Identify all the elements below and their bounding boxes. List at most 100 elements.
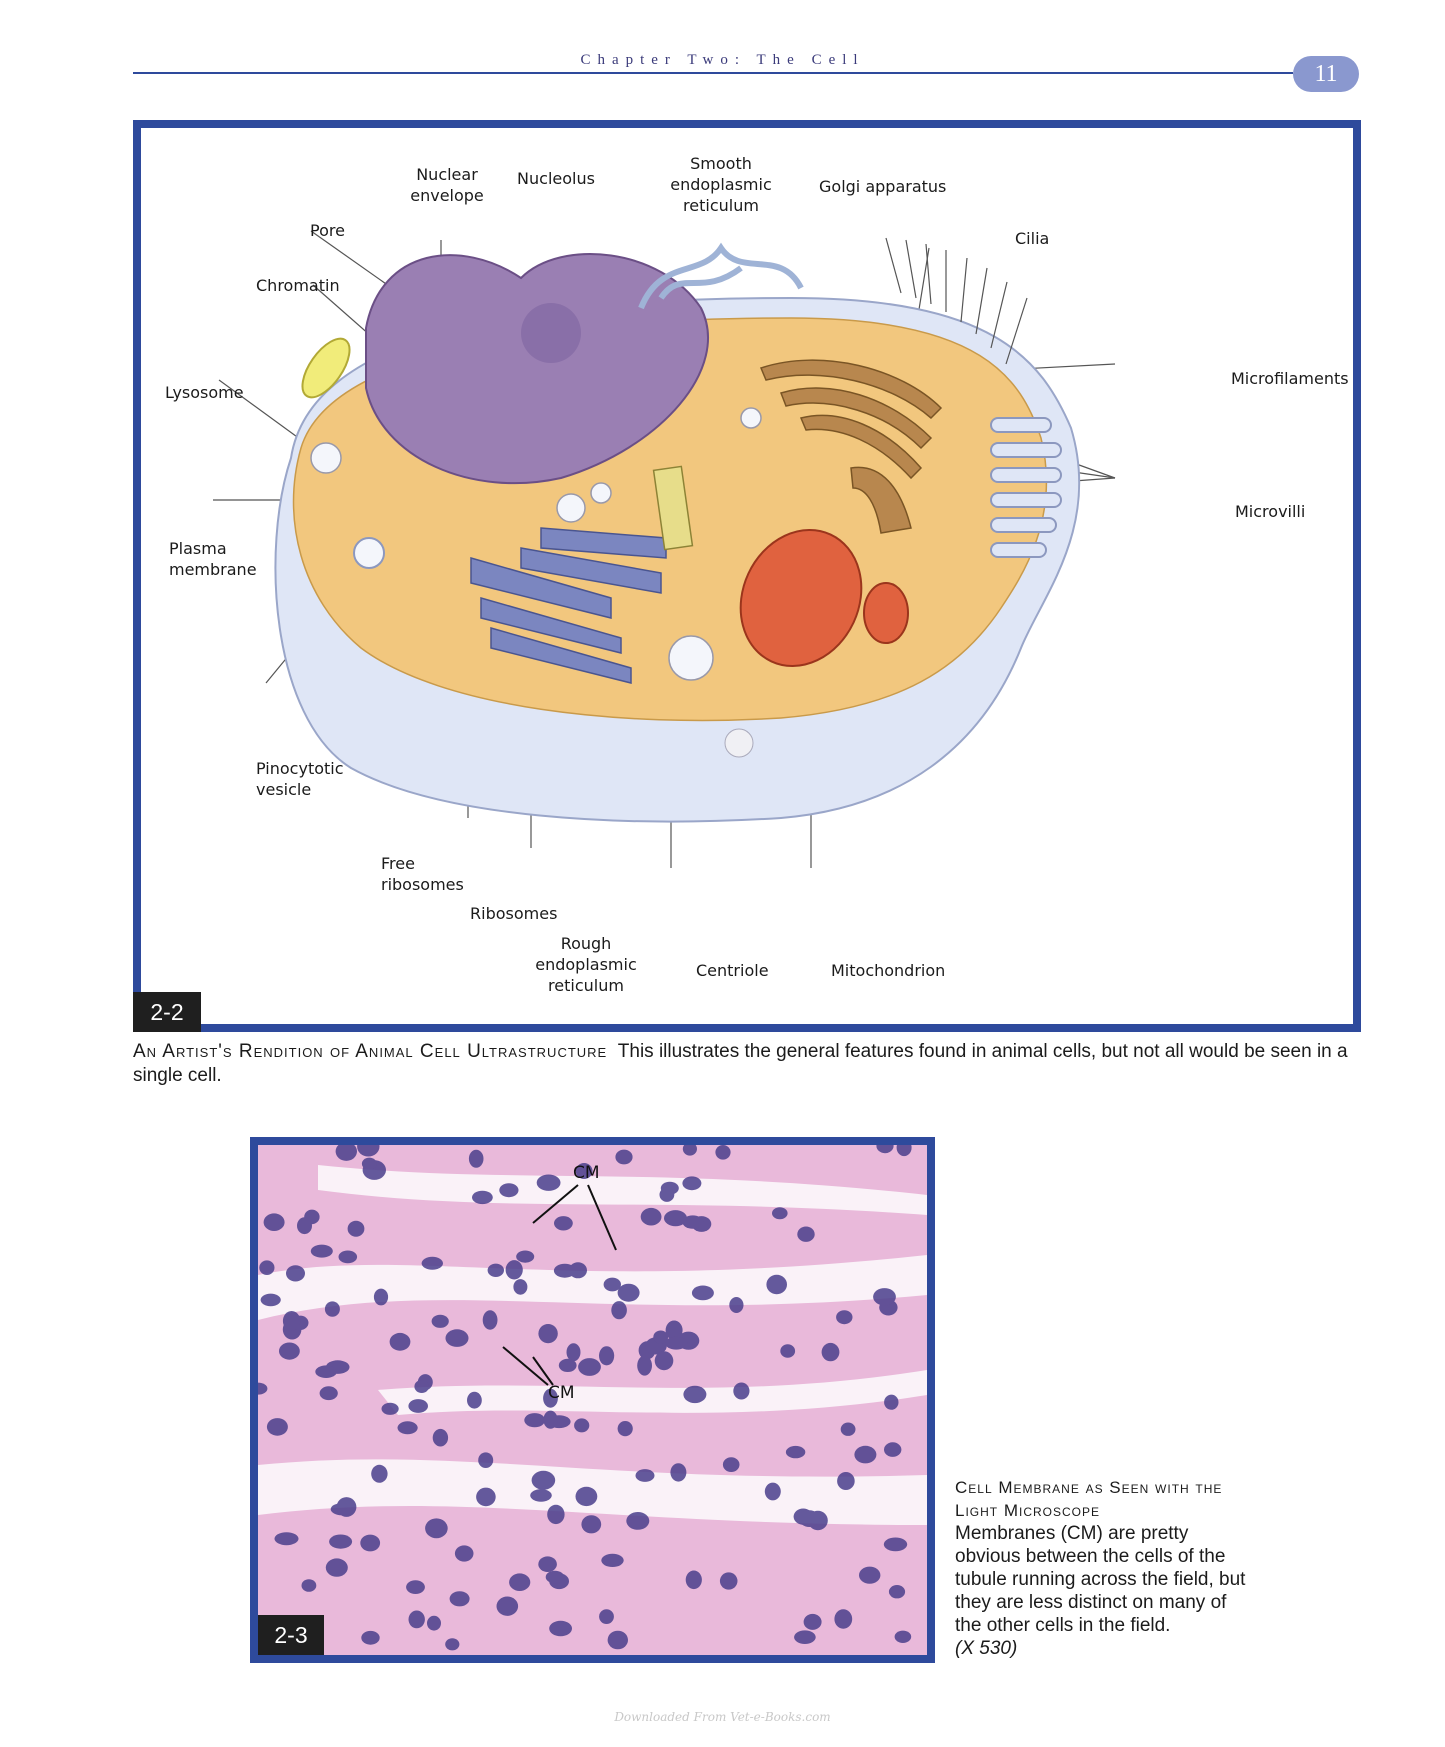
nucleus-dot bbox=[543, 1388, 558, 1408]
mitochondrion-small-shape bbox=[863, 582, 909, 644]
nucleus-dot bbox=[476, 1487, 496, 1507]
figure-2-3-micrograph: CM CM 2-3 bbox=[250, 1137, 935, 1663]
nucleus-dot bbox=[554, 1216, 573, 1231]
nucleus-dot bbox=[431, 1314, 449, 1328]
nucleus-dot bbox=[301, 1579, 317, 1592]
nucleus-dot bbox=[665, 1320, 683, 1341]
nucleus-dot bbox=[599, 1346, 615, 1366]
nucleus-dot bbox=[635, 1469, 655, 1482]
nucleus-dot bbox=[797, 1226, 815, 1242]
nucleus-dot bbox=[545, 1570, 565, 1584]
nucleus-dot bbox=[691, 1285, 714, 1301]
nucleus-dot bbox=[536, 1174, 561, 1191]
pinocytotic-vesicle-shape bbox=[353, 537, 385, 569]
label-chromatin: Chromatin bbox=[256, 276, 340, 295]
nucleus-dot bbox=[772, 1207, 788, 1220]
nucleus-dot bbox=[722, 1457, 740, 1472]
label-smooth-er: Smooth endoplasmic reticulum bbox=[670, 154, 772, 215]
label-pinocytotic-vesicle: Pinocytotic vesicle bbox=[256, 759, 344, 799]
nucleus-dot bbox=[427, 1615, 441, 1631]
nucleolus-shape bbox=[521, 303, 581, 363]
nucleus-dot bbox=[837, 1472, 855, 1490]
nucleus-dot bbox=[617, 1421, 633, 1437]
nucleus-dot bbox=[543, 1410, 558, 1429]
figure-2-2-caption: An Artist's Rendition of Animal Cell Ult… bbox=[133, 1040, 1361, 1088]
nucleus-dot bbox=[617, 1283, 640, 1302]
nucleus-dot bbox=[896, 1145, 912, 1157]
nucleus-dot bbox=[682, 1176, 702, 1191]
nucleus-dot bbox=[263, 1213, 285, 1231]
figure-2-2-caption-title: An Artist's Rendition of Animal Cell Ult… bbox=[133, 1041, 608, 1062]
cell-illustration bbox=[213, 230, 1116, 868]
label-nucleolus: Nucleolus bbox=[517, 169, 595, 188]
figure-2-3-magnification: (X 530) bbox=[955, 1638, 1018, 1659]
nucleus-dot bbox=[357, 1145, 380, 1157]
nucleus-dot bbox=[454, 1545, 474, 1562]
golgi-shape bbox=[759, 359, 943, 534]
nucleus-dot bbox=[347, 1220, 365, 1237]
chapter-title: Chapter Two: The Cell bbox=[580, 52, 865, 68]
nucleus-dot bbox=[575, 1486, 598, 1507]
nucleus-dot bbox=[445, 1329, 469, 1347]
nucleus-dot bbox=[371, 1464, 388, 1483]
nucleus-dot bbox=[578, 1358, 601, 1376]
nucleus-dot bbox=[361, 1630, 380, 1645]
nucleus-dot bbox=[715, 1145, 731, 1160]
nucleus-dot bbox=[274, 1532, 299, 1546]
nucleus-shape bbox=[365, 253, 709, 485]
nucleus-dot bbox=[315, 1365, 337, 1378]
microvilli-shape bbox=[990, 417, 1062, 558]
nucleus-dot bbox=[794, 1630, 816, 1644]
nucleus-dot bbox=[487, 1263, 504, 1277]
nucleus-dot bbox=[682, 1145, 697, 1156]
nucleus-dot bbox=[626, 1512, 650, 1530]
nucleus-dot bbox=[381, 1402, 399, 1415]
nucleus-dot bbox=[566, 1343, 581, 1362]
nucleus-dot bbox=[780, 1344, 796, 1358]
nucleus-dot bbox=[468, 1149, 484, 1168]
label-cilia: Cilia bbox=[1015, 229, 1050, 248]
nucleus-dot bbox=[258, 1382, 268, 1395]
nucleus-dot bbox=[575, 1163, 593, 1179]
nucleus-dot bbox=[425, 1518, 448, 1539]
nucleus-dot bbox=[640, 1207, 662, 1226]
nucleus-dot bbox=[325, 1558, 348, 1577]
nucleus-dot bbox=[373, 1288, 389, 1306]
nucleus-dot bbox=[319, 1386, 338, 1401]
figure-number-2-2: 2-2 bbox=[133, 992, 201, 1032]
label-ribosomes: Ribosomes bbox=[470, 904, 558, 923]
nucleus-dot bbox=[659, 1187, 675, 1202]
nucleus-dot bbox=[685, 1570, 702, 1590]
nucleus-dot bbox=[883, 1537, 908, 1552]
nucleus-dot bbox=[834, 1609, 853, 1629]
nucleus-dot bbox=[260, 1293, 281, 1307]
nucleus-dot bbox=[509, 1573, 531, 1591]
nucleus-dot bbox=[286, 1265, 305, 1282]
nucleus-dot bbox=[531, 1470, 556, 1490]
cm-label-bottom: CM bbox=[548, 1383, 575, 1403]
nucleus-dot bbox=[654, 1351, 674, 1371]
nucleus-dot bbox=[338, 1250, 358, 1264]
watermark: Downloaded From Vet-e-Books.com bbox=[614, 1710, 831, 1724]
cm-label-top: CM bbox=[573, 1163, 600, 1183]
nucleus-dot bbox=[664, 1210, 687, 1227]
nucleus-dot bbox=[682, 1215, 704, 1229]
nucleus-dot bbox=[259, 1260, 275, 1275]
nucleus-dot bbox=[821, 1342, 840, 1362]
tissue-micrograph bbox=[258, 1145, 927, 1655]
nucleus-dot bbox=[335, 1145, 357, 1161]
nucleus-dot bbox=[683, 1385, 707, 1404]
nucleus-dot bbox=[553, 1263, 576, 1278]
nucleus-dot bbox=[389, 1332, 411, 1351]
nucleus-dot bbox=[894, 1630, 912, 1643]
nucleus-dot bbox=[538, 1324, 558, 1344]
nucleus-dot bbox=[524, 1413, 546, 1428]
nucleus-dot bbox=[414, 1380, 429, 1393]
nucleus-dot bbox=[876, 1145, 894, 1154]
lysosome-shape bbox=[301, 337, 351, 399]
nucleus-dot bbox=[719, 1572, 738, 1590]
centriole-shape bbox=[652, 465, 694, 551]
nucleus-dot bbox=[421, 1256, 443, 1270]
label-mitochondrion: Mitochondrion bbox=[831, 961, 946, 980]
nucleus-dot bbox=[601, 1553, 624, 1567]
